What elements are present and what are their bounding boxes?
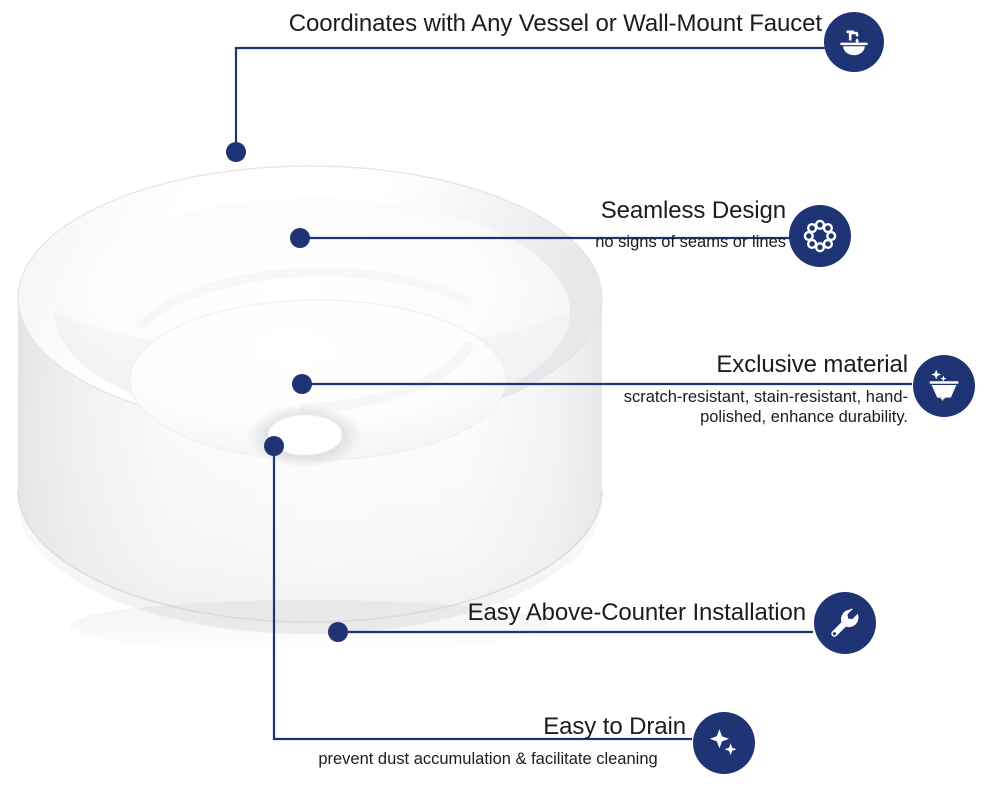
callout-title-seamless-design: Seamless Design [600, 197, 786, 224]
callout-faucet-compatibility: Coordinates with Any Vessel or Wall-Moun… [240, 11, 822, 36]
molecular-ring-icon [789, 205, 851, 267]
sparkle-basin-icon [913, 355, 975, 417]
callout-exclusive-material: Exclusive material scratch-resistant, st… [570, 352, 908, 427]
callout-dot-faucet-compatibility [226, 142, 246, 162]
callout-subtitle-exclusive-material: scratch-resistant, stain-resistant, hand… [623, 388, 908, 427]
callout-seamless-design: Seamless Design no signs of seams or lin… [430, 198, 786, 252]
callout-title-faucet-compatibility: Coordinates with Any Vessel or Wall-Moun… [288, 10, 822, 37]
sparkles-icon [693, 712, 755, 774]
callout-dot-above-counter-installation [328, 622, 348, 642]
callout-dot-seamless-design [290, 228, 310, 248]
connector-faucet-compatibility [234, 46, 825, 152]
callout-easy-to-drain: Easy to Drain prevent dust accumulation … [290, 714, 686, 769]
callout-title-easy-to-drain: Easy to Drain [543, 713, 686, 740]
connector-easy-to-drain [272, 446, 692, 741]
callout-title-above-counter-installation: Easy Above-Counter Installation [467, 599, 807, 626]
callout-above-counter-installation: Easy Above-Counter Installation [430, 599, 807, 626]
faucet-basin-icon [824, 12, 884, 72]
wrench-icon [814, 592, 876, 654]
callout-title-exclusive-material: Exclusive material [716, 351, 908, 378]
callout-dot-easy-to-drain [264, 436, 284, 456]
callout-subtitle-seamless-design: no signs of seams or lines [595, 233, 786, 252]
callout-dot-exclusive-material [292, 374, 312, 394]
callout-subtitle-easy-to-drain: prevent dust accumulation & facilitate c… [318, 750, 658, 769]
